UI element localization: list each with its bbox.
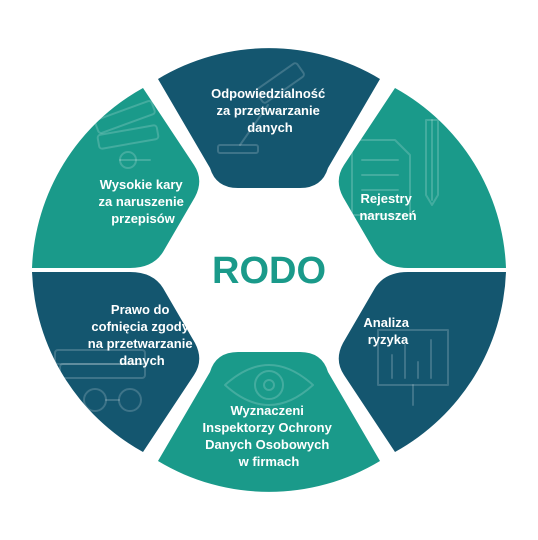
center-hexagon (198, 195, 340, 345)
segment-breach-registers-label: Rejestry naruszeń (359, 191, 416, 223)
books-glasses-icon (54, 349, 146, 412)
segment-consent-withdrawal: Prawo do cofnięcia zgody na przetwarzani… (32, 272, 200, 452)
document-pen-icon (351, 119, 439, 216)
gavel-icon (217, 62, 305, 154)
segment-risk-analysis-label: Analiza ryzyka (363, 315, 412, 347)
presentation-chart-icon (377, 329, 449, 406)
segment-data-protection-officers-label: Wyznaczeni Inspektorzy Ochrony Danych Os… (203, 403, 336, 469)
segment-risk-analysis: Analiza ryzyka (338, 272, 506, 452)
segment-data-protection-officers: Wyznaczeni Inspektorzy Ochrony Danych Os… (158, 352, 380, 492)
segment-accountability-label: Odpowiedzialność za przetwarzanie danych (211, 86, 329, 135)
money-stack-icon (94, 100, 160, 169)
segment-high-penalties: Wysokie kary za naruszenie przepisów (32, 88, 200, 268)
eye-icon (224, 364, 314, 406)
segment-breach-registers: Rejestry naruszeń (338, 88, 506, 268)
segment-high-penalties-label: Wysokie kary za naruszenie przepisów (99, 177, 188, 226)
center-title: RODO (212, 250, 326, 292)
segment-consent-withdrawal-label: Prawo do cofnięcia zgody na przetwarzani… (88, 302, 196, 368)
segment-accountability: Odpowiedzialność za przetwarzanie danych (158, 48, 380, 188)
